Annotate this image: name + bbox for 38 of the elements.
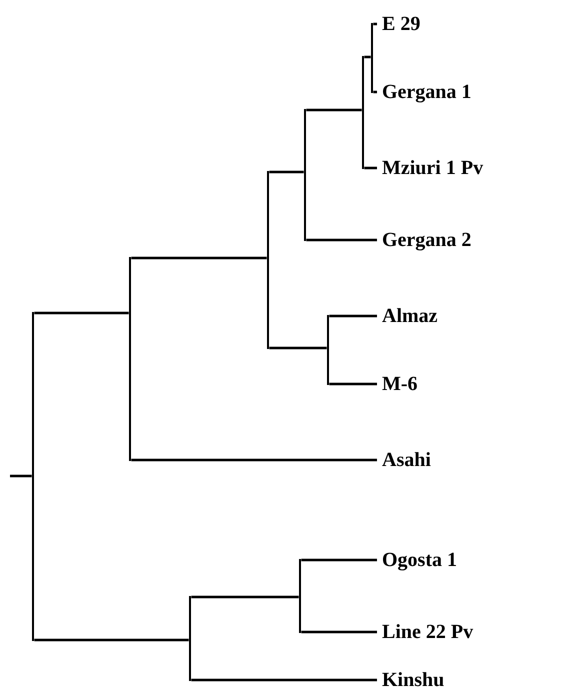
branch-line xyxy=(266,170,270,350)
branch-line xyxy=(10,474,32,478)
taxon-label: Ogosta 1 xyxy=(377,548,457,572)
branch-line xyxy=(329,314,377,318)
branch-line xyxy=(362,56,364,170)
taxon-label: M-6 xyxy=(377,372,418,396)
branch-line xyxy=(32,312,34,642)
branch-line xyxy=(298,558,302,634)
taxon-label: E 29 xyxy=(377,12,420,36)
branch-line xyxy=(188,596,192,682)
branch-line xyxy=(34,312,129,314)
branch-line xyxy=(373,22,377,26)
branch-line xyxy=(191,596,299,598)
taxon-label: Asahi xyxy=(377,448,431,472)
branch-line xyxy=(131,458,377,462)
branch-line xyxy=(326,314,330,386)
branch-line xyxy=(304,108,306,242)
taxon-label: Almaz xyxy=(377,304,438,328)
taxon-label: Gergana 1 xyxy=(377,80,472,104)
branch-line xyxy=(329,382,377,386)
branch-line xyxy=(306,108,362,112)
branch-line xyxy=(373,90,377,94)
branch-line xyxy=(269,170,304,174)
branch-line xyxy=(128,256,132,462)
taxon-label: Gergana 2 xyxy=(377,228,472,252)
branch-line xyxy=(301,558,377,562)
branch-line xyxy=(301,630,377,634)
branch-line xyxy=(34,638,189,642)
branch-line xyxy=(191,678,377,682)
taxon-label: Line 22 Pv xyxy=(377,620,474,644)
taxon-label: Kinshu xyxy=(377,668,444,692)
branch-line xyxy=(364,56,371,58)
branch-line xyxy=(306,238,377,242)
taxon-label: Mziuri 1 Pv xyxy=(377,156,484,180)
branch-line xyxy=(364,166,377,170)
branch-line xyxy=(370,22,374,94)
branch-line xyxy=(131,256,267,260)
branch-line xyxy=(269,346,327,350)
